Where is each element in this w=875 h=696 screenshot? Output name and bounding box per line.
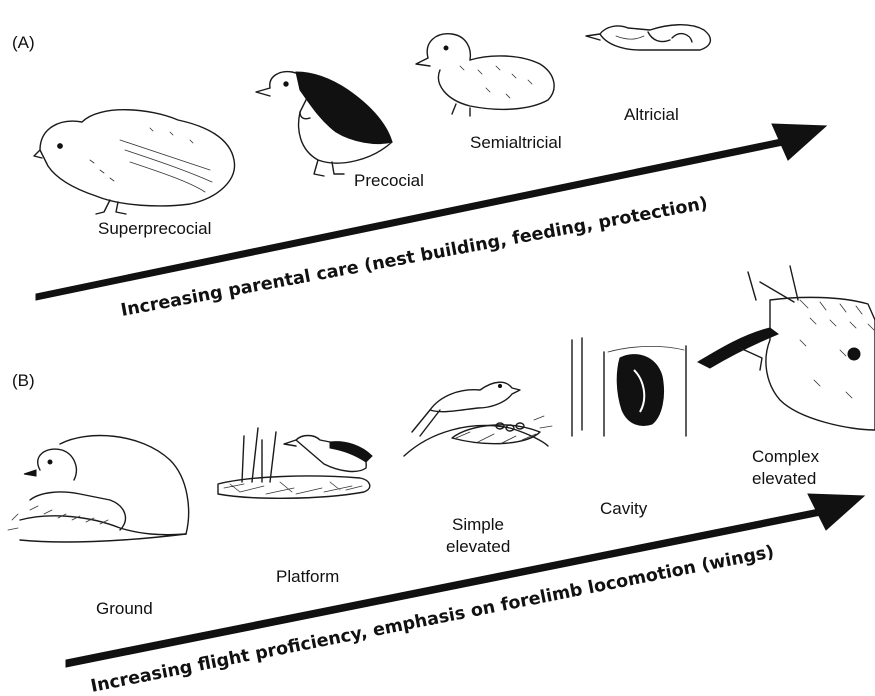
stage-label-altricial: Altricial <box>624 105 679 124</box>
complex-elevated-nest-illustration <box>698 266 875 430</box>
platform-nest-illustration <box>218 428 372 498</box>
nest-label-simple-elevated-line1: Simple <box>452 515 504 534</box>
nest-label-simple-elevated-line2: elevated <box>446 537 510 556</box>
stage-label-precocial: Precocial <box>354 171 424 190</box>
stage-label-superprecocial: Superprecocial <box>98 219 211 238</box>
panel-a-label: (A) <box>12 33 35 52</box>
cavity-nest-illustration <box>572 338 686 436</box>
nest-label-platform: Platform <box>276 567 339 586</box>
stage-label-semialtricial: Semialtricial <box>470 133 562 152</box>
panel-b-label: (B) <box>12 371 35 390</box>
nest-label-cavity: Cavity <box>600 499 648 518</box>
precocial-duckling-illustration <box>256 72 392 176</box>
nest-label-complex-elevated-line1: Complex <box>752 447 820 466</box>
semialtricial-chick-illustration <box>416 34 554 116</box>
parental-care-arrow-label: Increasing parental care (nest building,… <box>119 194 709 321</box>
simple-elevated-nest-illustration <box>404 382 552 456</box>
nest-label-ground: Ground <box>96 599 153 618</box>
altricial-nestling-illustration <box>586 25 710 50</box>
ground-nest-illustration <box>8 436 189 542</box>
flight-proficiency-arrow-label: Increasing flight proficiency, emphasis … <box>89 542 776 696</box>
nest-label-complex-elevated-line2: elevated <box>752 469 816 488</box>
superprecocial-chick-illustration <box>34 110 235 214</box>
